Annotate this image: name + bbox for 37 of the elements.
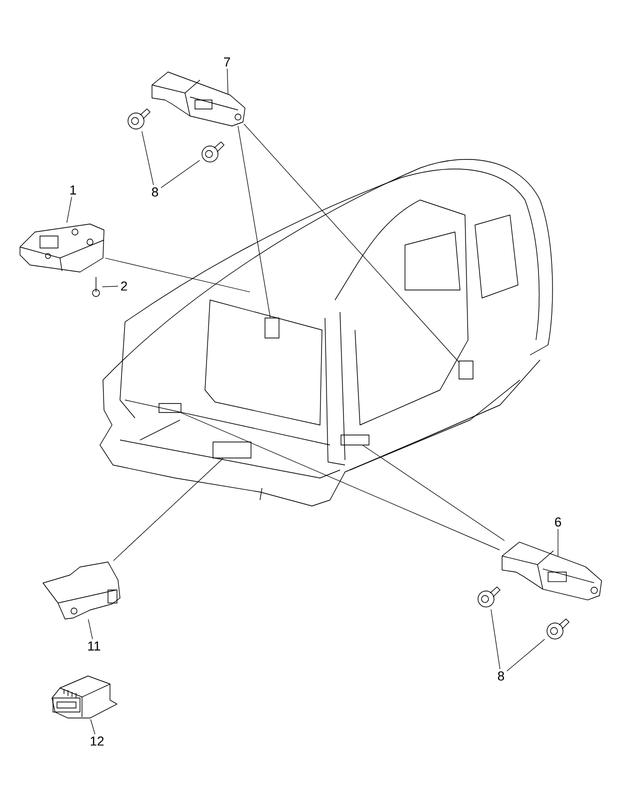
- screw-drawing: [92, 276, 100, 297]
- leader-line: [238, 126, 271, 318]
- callout-number: 11: [88, 642, 100, 650]
- screw-drawing: [128, 108, 150, 130]
- leader-line: [102, 286, 118, 288]
- screw-drawing: [478, 586, 500, 608]
- callout-number: 6: [555, 517, 562, 527]
- screw-drawing: [202, 142, 224, 162]
- mounting-spot: [158, 403, 182, 413]
- leader-line: [105, 258, 250, 292]
- leader-line: [90, 719, 96, 734]
- leader-line: [180, 412, 500, 550]
- leader-line: [226, 68, 228, 94]
- mounting-spot: [340, 434, 370, 446]
- module-drawing: [42, 562, 120, 620]
- leader-line: [88, 619, 93, 640]
- bracket-drawing: [152, 72, 246, 126]
- screw-drawing: [546, 618, 570, 640]
- mounting-spot: [458, 360, 474, 380]
- car-body-drawing: [100, 159, 553, 506]
- mounting-spot: [212, 442, 252, 458]
- plate-drawing: [20, 224, 104, 272]
- control-unit-drawing: [52, 676, 118, 718]
- callout-number: 7: [224, 58, 230, 66]
- callout-number: 12: [90, 736, 104, 746]
- leader-line: [113, 458, 224, 561]
- callout-number: 8: [498, 671, 504, 681]
- leader-line: [506, 638, 545, 672]
- leader-line: [66, 196, 72, 223]
- leader-line: [244, 124, 459, 362]
- leader-line: [160, 160, 200, 188]
- callout-number: 1: [70, 186, 76, 194]
- leader-line: [490, 609, 500, 670]
- leader-line: [362, 445, 505, 541]
- bracket-drawing: [502, 542, 602, 600]
- mounting-spot: [264, 318, 280, 338]
- leader-line: [142, 131, 154, 186]
